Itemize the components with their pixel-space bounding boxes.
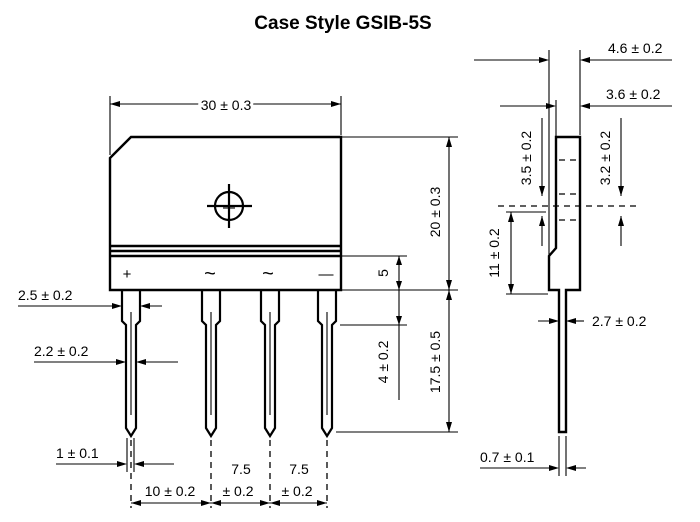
dim-body-thickness	[500, 100, 672, 137]
dim-pitch-row	[131, 500, 327, 506]
dim-pitch-first-label: 10 ± 0.2	[145, 483, 196, 499]
pitch-extension-lines	[130, 440, 328, 508]
dim-hole-offset-left-label: 3.5 ± 0.2	[518, 131, 534, 186]
dim-step-height	[506, 211, 548, 295]
dim-shoulder-width	[18, 303, 162, 309]
lead-3	[259, 290, 281, 439]
dim-pitch-a-value: 7.5	[231, 461, 251, 477]
mounting-hole	[207, 184, 252, 228]
dim-hole-offset-left	[539, 118, 545, 246]
dim-hole-offset-right	[618, 118, 624, 246]
pin-mark-ac-1: ~	[204, 263, 216, 285]
dim-pitch-a-tol: ± 0.2	[222, 483, 253, 499]
drawing-title: Case Style GSIB-5S	[254, 13, 431, 34]
dim-shoulder-width-label: 2.5 ± 0.2	[18, 287, 73, 303]
dim-lead-shoulder	[340, 290, 407, 400]
dim-lead-shoulder-label: 4 ± 0.2	[375, 340, 391, 383]
side-view: 4.6 ± 0.2 3.6 ± 0.2 3.5 ± 0.2 3.2 ± 0.2	[474, 40, 672, 476]
dim-lead-thickness	[480, 436, 586, 476]
dim-overall-thickness-label: 4.6 ± 0.2	[608, 40, 663, 56]
dim-lead-length-label: 17.5 ± 0.5	[427, 331, 443, 393]
lead-4	[316, 290, 338, 439]
dim-lead-width	[34, 359, 178, 365]
dim-lead-tip	[56, 438, 174, 472]
pin-mark-minus: —	[319, 266, 334, 283]
dim-pitch-b-tol: ± 0.2	[281, 483, 312, 499]
dim-lead-width-label: 2.2 ± 0.2	[34, 343, 89, 359]
side-body-profile	[547, 135, 582, 434]
dim-lead-offset	[538, 318, 584, 324]
dim-hole-offset-right-label: 3.2 ± 0.2	[597, 131, 613, 186]
package-body	[108, 135, 343, 292]
dim-lead-thickness-label: 0.7 ± 0.1	[480, 449, 535, 465]
dim-pitch-b-value: 7.5	[289, 461, 309, 477]
pin-mark-plus: +	[123, 266, 132, 283]
dim-lower-band-label: 5	[375, 269, 391, 277]
dim-body-width	[109, 96, 342, 155]
dim-overall-thickness	[474, 50, 672, 255]
dim-body-height-label: 20 ± 0.3	[427, 187, 443, 238]
dim-body-width-label: 30 ± 0.3	[201, 97, 252, 113]
dim-lead-offset-label: 2.7 ± 0.2	[592, 313, 647, 329]
dim-lead-length	[336, 290, 458, 433]
dim-body-thickness-label: 3.6 ± 0.2	[606, 86, 661, 102]
dim-step-height-label: 11 ± 0.2	[486, 228, 502, 278]
lead-2	[200, 290, 222, 439]
dim-lower-band	[341, 255, 407, 290]
pin-mark-ac-2: ~	[262, 263, 274, 285]
dim-lead-tip-label: 1 ± 0.1	[56, 445, 99, 461]
front-view: + ~ ~ — 30 ± 0.3	[18, 94, 458, 508]
lead-1	[120, 290, 142, 439]
